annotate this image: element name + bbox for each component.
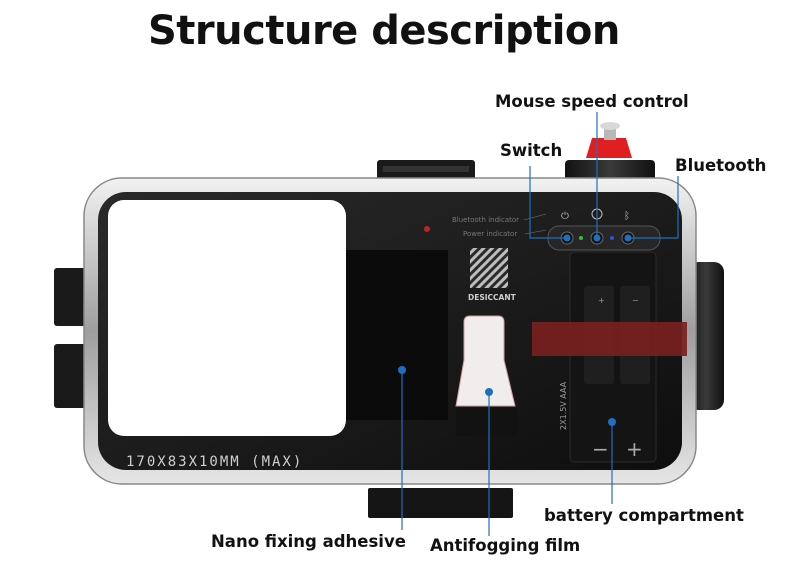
phone-window [108,200,346,436]
bluetooth-indicator-label: Bluetooth indicator [452,216,519,224]
bottom-mount [368,488,513,518]
callout-battery: battery compartment [544,506,744,525]
nano-adhesive-pad [346,250,448,420]
callout-nano: Nano fixing adhesive [211,532,406,551]
callout-mouse-speed: Mouse speed control [495,92,689,111]
red-strap [532,322,687,356]
battery-spec-label: 2X1.5V AAA [559,381,568,430]
indicator-led [424,226,430,232]
power-icon: ⏻ [561,211,569,222]
battery-plus: + [626,437,643,461]
dimensions-label: 170X83X10MM (MAX) [126,454,303,470]
power-indicator-label: Power indicator [463,230,517,238]
battery-minus: − [592,437,609,461]
battery-compartment: + − 2X1.5V AAA − + [559,252,656,462]
svg-text:−: − [632,296,639,305]
callout-antifog: Antifogging film [430,536,580,555]
left-hinges [54,268,88,408]
bluetooth-icon: ᛒ [624,211,630,222]
desiccant-label: DESICCANT [468,293,517,302]
callout-switch: Switch [500,141,562,160]
svg-text:+: + [598,296,605,305]
callout-bluetooth: Bluetooth [675,156,766,175]
